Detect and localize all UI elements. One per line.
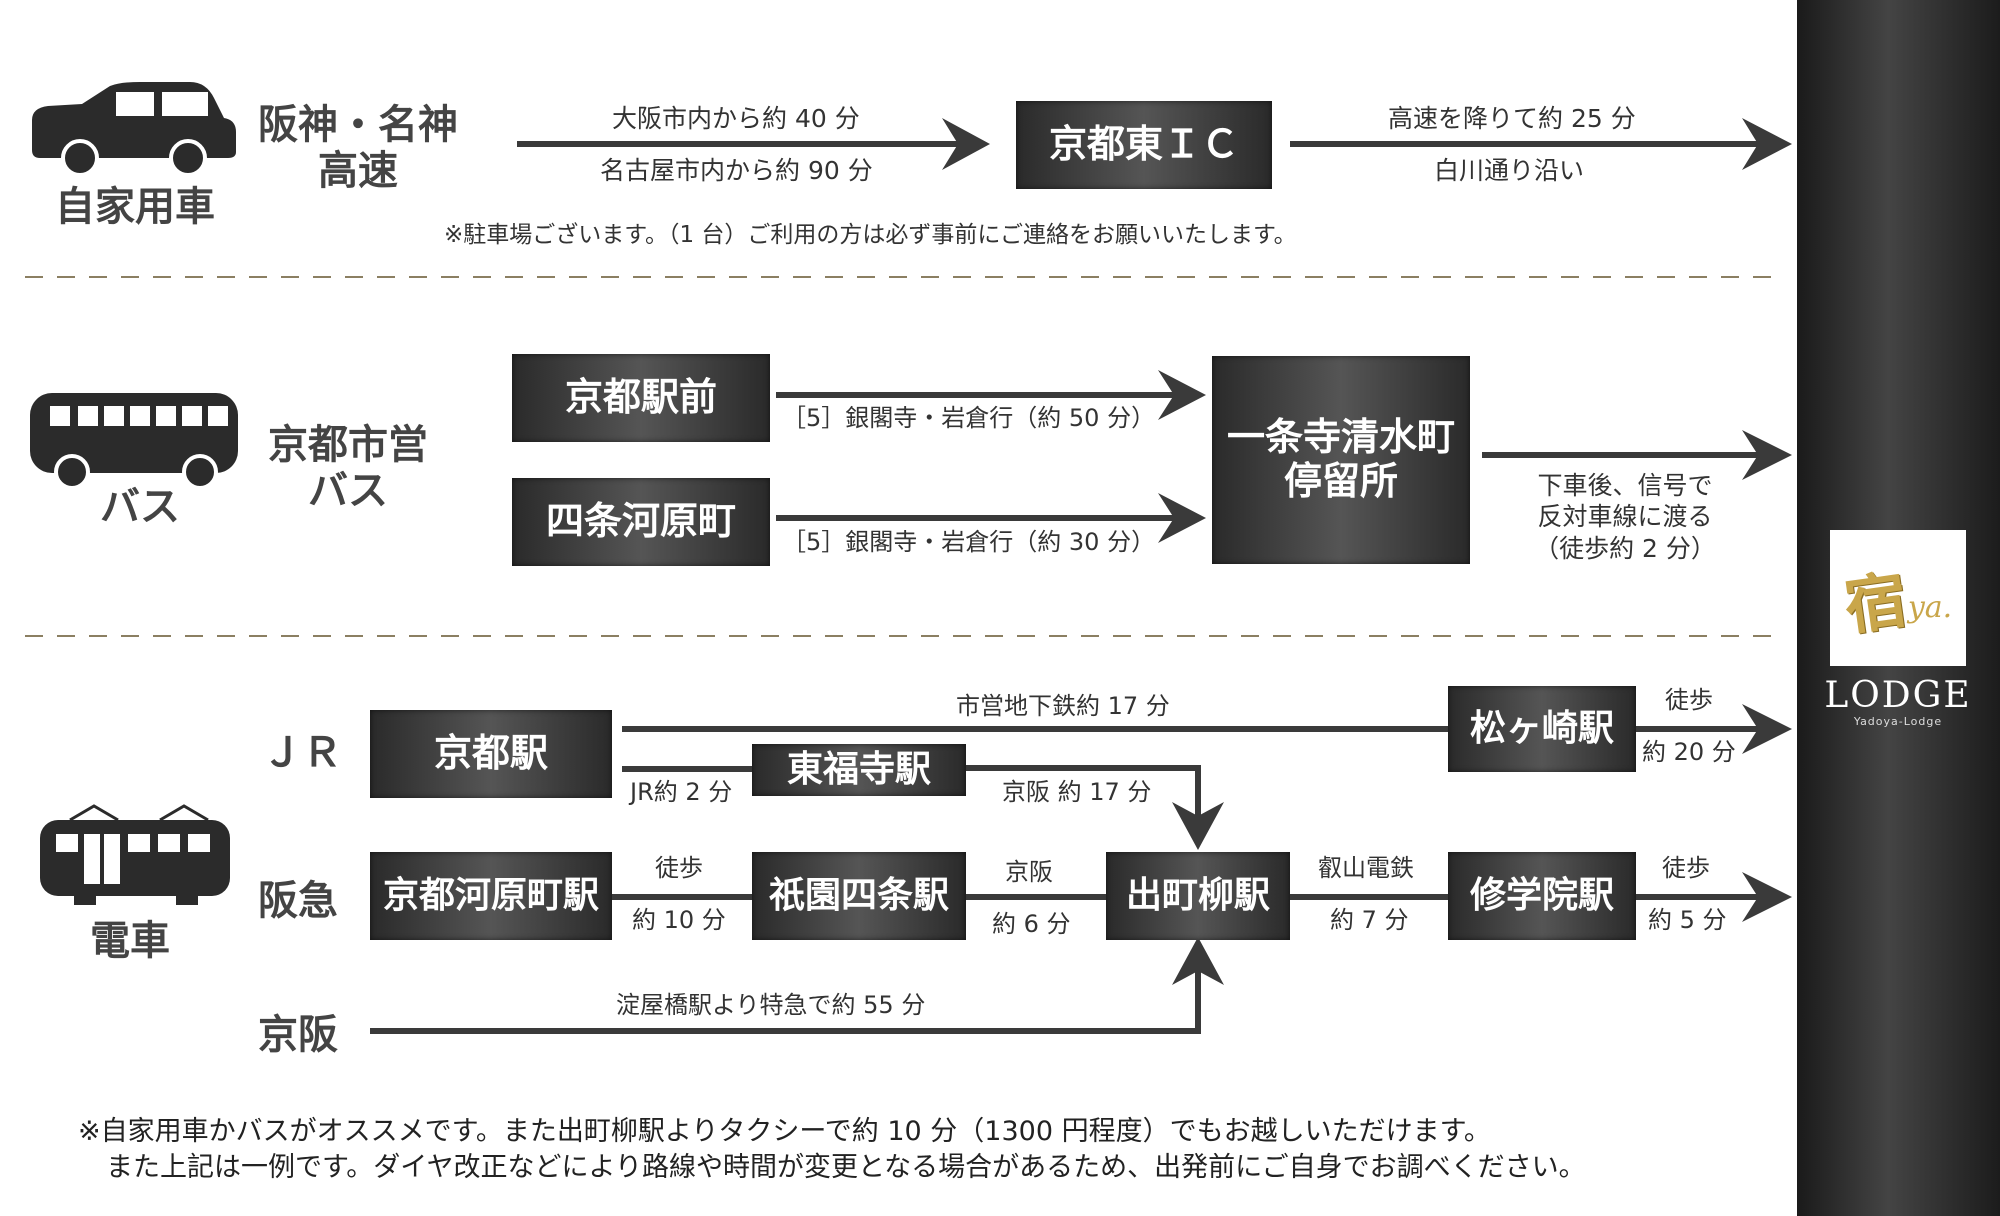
car-seg2-bottom: 白川通り沿い (1434, 156, 1585, 185)
keihan-17-arrowhead (1172, 802, 1224, 850)
subway-time: 市営地下鉄約 17 分 (956, 692, 1170, 720)
after-line3: （徒歩約 2 分） (1534, 533, 1716, 563)
shugakuin-box: 修学院駅 (1448, 852, 1636, 940)
car-route-line1: 阪神・名神 (258, 102, 458, 148)
dest-line1: 一条寺清水町 (1226, 415, 1455, 460)
logo-mark: 宿 (1839, 562, 1912, 644)
car-parking-note: ※駐車場ございます。（1 台）ご利用の方は必ず事前にご連絡をお願いいたします。 (444, 222, 1297, 248)
keihan-label: 京阪 (258, 1012, 338, 1058)
keihan-main-line (370, 970, 1201, 1034)
stop1-route: ［5］銀閣寺・岩倉行（約 50 分） (782, 404, 1156, 432)
dest-line2: 停留所 (1283, 459, 1398, 503)
kawaramachi-station-box: 京都河原町駅 (370, 852, 612, 940)
keihan-17-time: 京阪 約 17 分 (1002, 778, 1152, 806)
train-icon (40, 804, 230, 905)
car-icon (32, 82, 236, 177)
demachiyanagi-box: 出町柳駅 (1106, 852, 1290, 940)
shugakuin-walk-top: 徒歩 (1662, 854, 1710, 882)
bus-route-line2: バス (308, 468, 388, 514)
car-route-name: 阪神・名神 高速 (258, 102, 458, 194)
bus-label: バス (100, 484, 180, 530)
matsugasaki-box: 松ヶ崎駅 (1448, 686, 1636, 772)
car-label: 自家用車 (55, 184, 215, 230)
matsu-walk-top: 徒歩 (1665, 686, 1713, 714)
stop2-label: 四条河原町 (545, 499, 736, 544)
bus-route-line1: 京都市営 (268, 422, 428, 468)
keihan-route: 淀屋橋駅より特急で約 55 分 (616, 991, 926, 1019)
hankyu-walk-top: 徒歩 (655, 854, 703, 882)
gion-shijo-box: 祇園四条駅 (752, 852, 966, 940)
tofukuji-label: 東福寺駅 (786, 749, 931, 791)
kawaramachi-station-label: 京都河原町駅 (382, 875, 599, 917)
jr-label: ＪＲ (262, 730, 342, 776)
yadoya-logo: 宿 ya. (1830, 530, 1966, 666)
stop1-label: 京都駅前 (564, 375, 717, 420)
logo-name: LODGE (1824, 675, 1972, 716)
car-seg1-top: 大阪市内から約 40 分 (612, 104, 860, 133)
shijo-kawaramachi-box: 四条河原町 (512, 478, 770, 566)
keihan-17-line (966, 765, 1201, 820)
footer-note-1: ※自家用車かバスがオススメです。また出町柳駅よりタクシーで約 10 分（1300… (78, 1116, 1491, 1147)
bus-icon (30, 393, 238, 490)
car-seg2-top: 高速を降りて約 25 分 (1388, 104, 1636, 133)
jr-time: JR約 2 分 (630, 778, 733, 806)
kyoto-ekimae-box: 京都駅前 (512, 354, 770, 442)
eizan-top: 叡山電鉄 (1318, 854, 1414, 882)
logo-ya: ya. (1907, 589, 1953, 625)
shugakuin-label: 修学院駅 (1469, 875, 1614, 917)
gion-shijo-label: 祇園四条駅 (768, 875, 949, 917)
ichijoji-stop-box: 一条寺清水町 停留所 (1212, 356, 1470, 564)
stop2-route: ［5］銀閣寺・岩倉行（約 30 分） (782, 528, 1156, 556)
car-route-line2: 高速 (318, 148, 398, 194)
bus-arrowhead-1 (1158, 370, 1206, 420)
bus-arrowhead-3 (1742, 430, 1792, 480)
kyoto-higashi-ic-box: 京都東ＩＣ (1016, 101, 1272, 189)
shugakuin-walk-arrowhead (1742, 872, 1792, 922)
bus-arrowhead-2 (1158, 493, 1206, 543)
matsu-walk-arrowhead (1742, 704, 1792, 754)
eizan-bottom: 約 7 分 (1330, 906, 1409, 934)
bus-after-note: 下車後、信号で 反対車線に渡る （徒歩約 2 分） (1510, 470, 1740, 564)
logo-sub: Yadoya-Lodge (1853, 715, 1943, 728)
demachiyanagi-label: 出町柳駅 (1125, 875, 1270, 917)
hankyu-walk-bottom: 約 10 分 (632, 906, 726, 934)
kyoto-station-box: 京都駅 (370, 710, 612, 798)
matsu-walk-bottom: 約 20 分 (1642, 738, 1736, 766)
car-arrowhead-1 (942, 118, 990, 170)
after-line2: 反対車線に渡る (1537, 502, 1713, 532)
hankyu-label: 阪急 (258, 878, 338, 924)
car-seg1-bottom: 名古屋市内から約 90 分 (600, 156, 873, 185)
kyoto-station-label: 京都駅 (433, 731, 548, 776)
car-arrowhead-2 (1742, 118, 1792, 170)
matsugasaki-label: 松ヶ崎駅 (1469, 708, 1614, 750)
after-line1: 下車後、信号で (1537, 471, 1713, 500)
keihan-6-top: 京阪 (1005, 858, 1053, 886)
ic-label: 京都東ＩＣ (1048, 122, 1239, 167)
shugakuin-walk-bottom: 約 5 分 (1648, 906, 1727, 934)
keihan-main-arrowhead (1172, 937, 1224, 985)
footer-note-2: また上記は一例です。ダイヤ改正などにより路線や時間が変更となる場合があるため、出… (106, 1152, 1586, 1183)
keihan-6-bottom: 約 6 分 (992, 910, 1071, 938)
train-label: 電車 (90, 918, 170, 964)
tofukuji-box: 東福寺駅 (752, 744, 966, 796)
bus-route-name: 京都市営 バス (248, 422, 448, 514)
